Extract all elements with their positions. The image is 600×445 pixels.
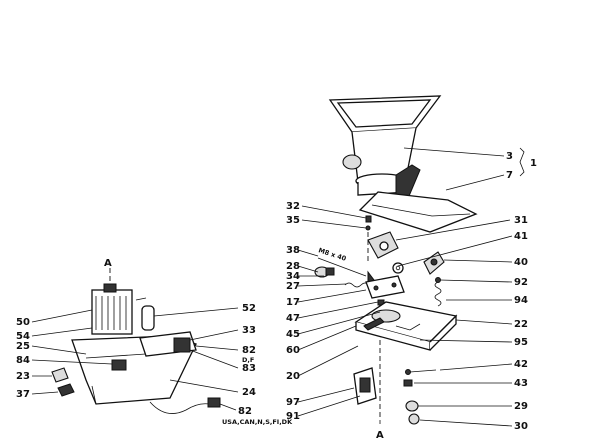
- washer-41: [392, 262, 404, 274]
- side-note: D,F: [242, 356, 254, 364]
- label-20: 20: [286, 371, 300, 382]
- label-54: 54: [16, 331, 30, 342]
- label-50: 50: [16, 317, 30, 328]
- spring-27: [344, 282, 370, 288]
- label-43: 43: [514, 378, 528, 389]
- lever-42: [405, 369, 437, 375]
- base-plate-22: [354, 301, 458, 351]
- label-42: 42: [514, 359, 528, 370]
- spring-92: [434, 277, 442, 307]
- label-28: 28: [286, 261, 300, 272]
- label-7: 7: [506, 170, 513, 181]
- label-40: 40: [514, 257, 528, 268]
- label-22: 22: [514, 319, 528, 330]
- part-23: [51, 367, 69, 383]
- label-34: 34: [286, 271, 300, 282]
- label-23: 23: [16, 371, 30, 382]
- label-82-upper: 82: [242, 345, 256, 356]
- label-84: 84: [16, 355, 30, 366]
- label-27: 27: [286, 281, 300, 292]
- part-37: [57, 383, 75, 397]
- screw-callout: M8 x 40: [317, 246, 347, 263]
- cap-30: [408, 413, 420, 425]
- label-92: 92: [514, 277, 528, 288]
- label-33: 33: [242, 325, 256, 336]
- knob-40: [423, 251, 445, 275]
- label-97: 97: [286, 397, 300, 408]
- motor-50: [91, 283, 133, 335]
- axis-letter-left: A: [104, 258, 112, 269]
- label-17: 17: [286, 297, 300, 308]
- label-3: 3: [506, 151, 513, 162]
- cap-29: [405, 400, 419, 412]
- label-37: 37: [16, 389, 30, 400]
- hopper-funnel: [328, 95, 442, 209]
- label-91: 91: [286, 411, 300, 422]
- label-25: 25: [16, 341, 30, 352]
- label-83: 83: [242, 363, 256, 374]
- label-32: 32: [286, 201, 300, 212]
- label-94: 94: [514, 295, 528, 306]
- cable-82: [149, 397, 221, 414]
- label-30: 30: [514, 421, 528, 432]
- label-41: 41: [514, 231, 528, 242]
- small-screw-32: [365, 215, 372, 231]
- knife-holder-31: [367, 231, 399, 259]
- part-43: [403, 379, 413, 387]
- chute-plate: [358, 191, 478, 233]
- label-47: 47: [286, 313, 300, 324]
- switch-bracket-97: [353, 367, 377, 405]
- region-note: USA,CAN,N,S,FI,DK: [222, 418, 293, 426]
- capacitor-52: [135, 297, 155, 331]
- part-number-labels: 3 7 1 32 35 31 41 38 28 34 27 17 47 45 6…: [16, 151, 537, 441]
- label-1: 1: [530, 158, 537, 169]
- axis-letter-right: A: [376, 430, 384, 441]
- switch-84: [111, 359, 127, 371]
- label-60: 60: [286, 345, 300, 356]
- label-52: 52: [242, 303, 256, 314]
- label-82-lower: 82: [238, 406, 252, 417]
- label-38: 38: [286, 245, 300, 256]
- label-29: 29: [514, 401, 528, 412]
- label-24: 24: [242, 387, 256, 398]
- leader-lines: [31, 147, 513, 427]
- label-35: 35: [286, 215, 300, 226]
- group-bracket: [519, 147, 525, 177]
- label-45: 45: [286, 329, 300, 340]
- label-31: 31: [514, 215, 528, 226]
- knob-28: [314, 266, 335, 278]
- bracket-33: [139, 331, 197, 357]
- plate-17: [365, 275, 405, 299]
- label-95: 95: [514, 337, 528, 348]
